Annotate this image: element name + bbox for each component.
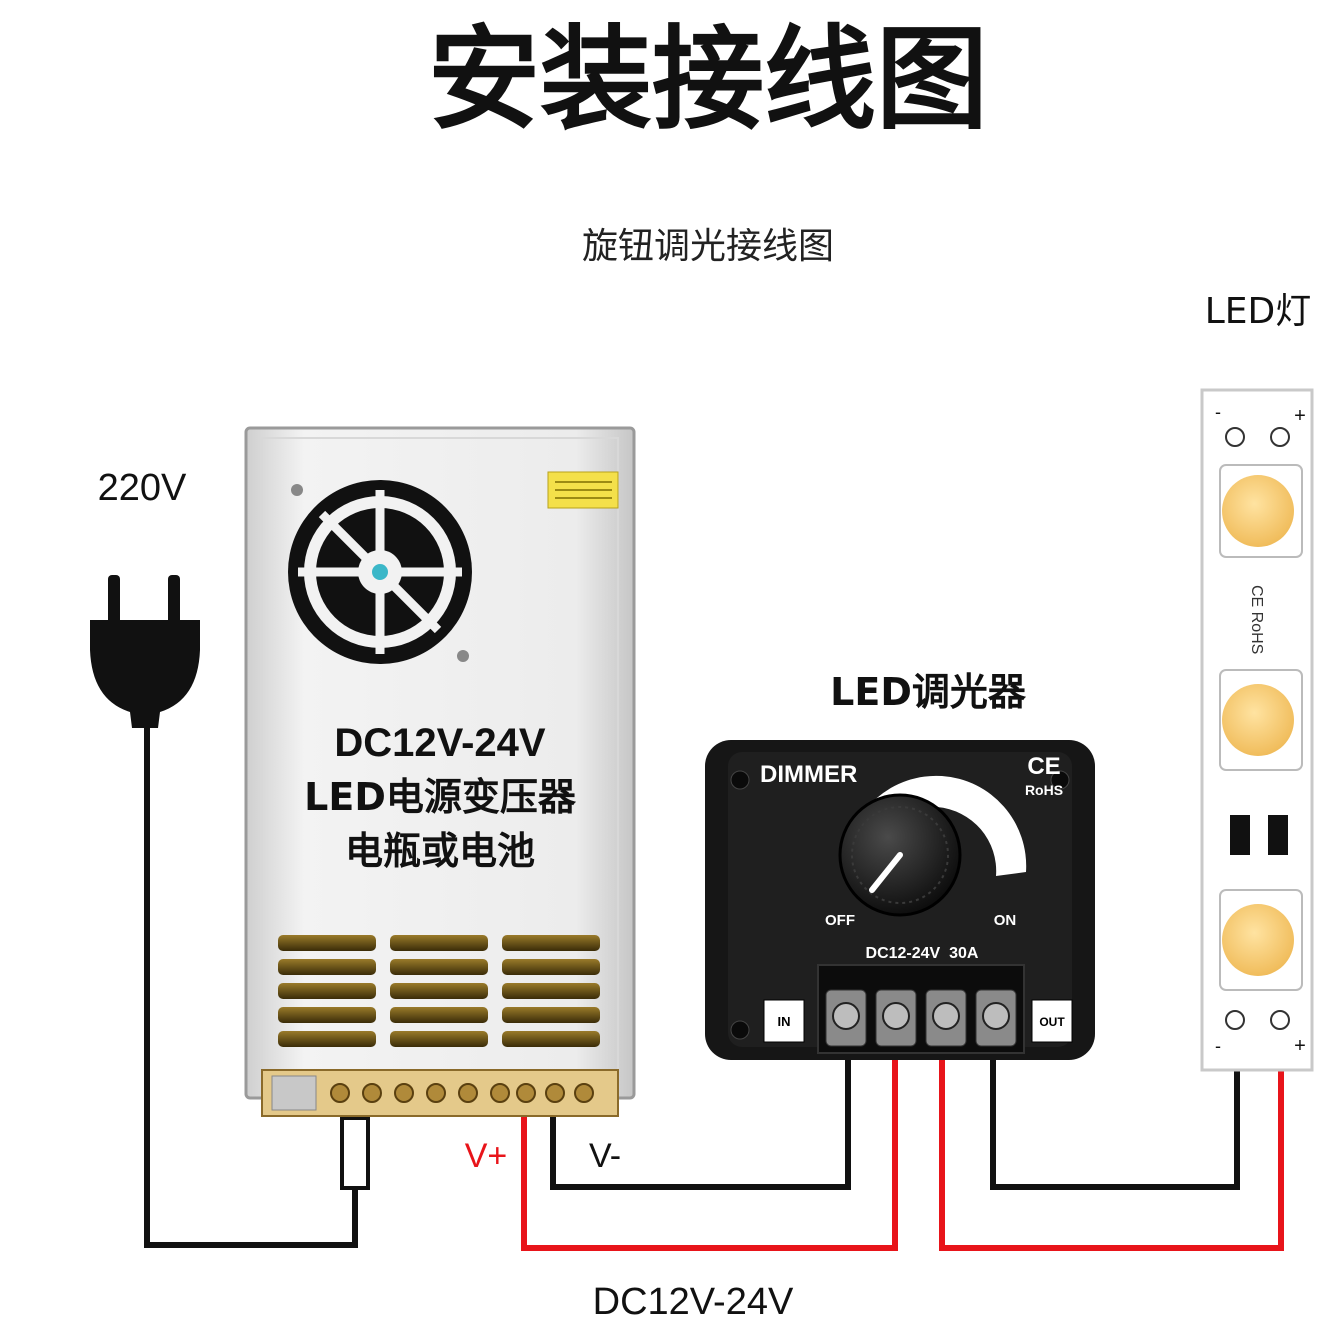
psu-voltage-text: DC12V-24V	[334, 721, 546, 765]
v-minus-wire	[550, 1055, 851, 1190]
ac-cable	[144, 720, 358, 1248]
led-chip	[1219, 464, 1303, 558]
led-strip: - + CE RoHS - +	[1200, 388, 1314, 1072]
ce-mark: CE	[1027, 753, 1060, 780]
led-resistors	[1230, 815, 1288, 855]
led-cert: CE RoHS	[1248, 585, 1265, 654]
led-positive-wire	[939, 1025, 1284, 1251]
led-plus-top: +	[1294, 405, 1306, 427]
psu-name-text: LED电源变压器	[304, 775, 577, 819]
on-label: ON	[994, 912, 1017, 929]
led-minus-top: -	[1215, 402, 1221, 422]
led-plus-bottom: +	[1294, 1035, 1306, 1057]
plug-icon	[90, 575, 200, 728]
dimmer-terminals	[825, 989, 1017, 1047]
diagram-subtitle: 旋钮调光接线图	[582, 226, 834, 267]
rohs-mark: RoHS	[1025, 782, 1063, 798]
v-plus-wire	[521, 1025, 898, 1251]
out-label: OUT	[1039, 1015, 1065, 1029]
v-plus-label: V+	[465, 1137, 508, 1175]
led-negative-wire	[990, 1030, 1240, 1190]
psu-vents	[278, 935, 600, 1047]
in-label: IN	[778, 1014, 791, 1029]
ac-input-label: 220V	[98, 467, 187, 509]
led-chip	[1219, 889, 1303, 991]
off-label: OFF	[825, 912, 855, 929]
psu-terminals	[330, 1083, 594, 1103]
fan-icon	[288, 480, 472, 664]
dimmer-unit: DIMMER CE RoHS OFF ON DC12-24V 30A IN OU…	[705, 740, 1095, 1060]
power-supply: DC12V-24V LED电源变压器 电瓶或电池	[244, 426, 636, 1117]
led-strip-label: LED灯	[1205, 291, 1312, 332]
wires	[144, 720, 1284, 1251]
dimmer-label: LED调光器	[830, 670, 1027, 714]
ac-cable-connector	[340, 1116, 370, 1190]
dimmer-brand: DIMMER	[760, 761, 857, 788]
psu-battery-text: 电瓶或电池	[345, 829, 535, 873]
page-title: 安装接线图	[428, 15, 988, 145]
knob-icon[interactable]	[838, 793, 962, 917]
led-minus-bottom: -	[1215, 1036, 1221, 1056]
v-minus-label: V-	[589, 1137, 621, 1175]
led-chip	[1219, 669, 1303, 771]
dimmer-rating: DC12-24V 30A	[866, 945, 979, 962]
bottom-voltage-label: DC12V-24V	[593, 1281, 794, 1323]
